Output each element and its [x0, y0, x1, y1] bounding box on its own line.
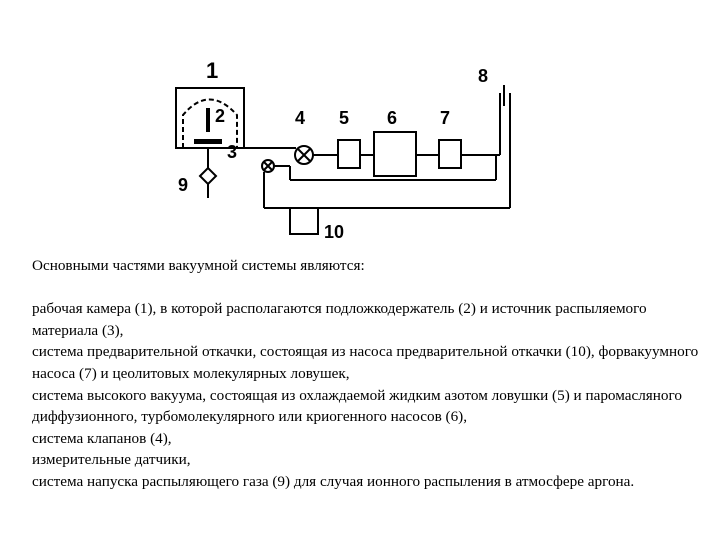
- description-heading: Основными частями вакуумной системы явля…: [32, 257, 365, 274]
- description-item: система предварительной откачки, состоящ…: [32, 343, 699, 382]
- cold-trap-5: [337, 139, 361, 169]
- description-item: система клапанов (4),: [32, 429, 172, 447]
- high-vacuum-pump-6: [373, 131, 417, 177]
- label-5: 5: [339, 108, 349, 128]
- label-3: 3: [227, 142, 237, 162]
- description-item: рабочая камера (1), в которой располагаю…: [32, 300, 647, 339]
- chamber-housing: [175, 87, 245, 149]
- label-2: 2: [215, 106, 225, 126]
- prevacuum-pump-10: [289, 207, 319, 235]
- label-9: 9: [178, 175, 188, 195]
- substrate-holder-2: [206, 108, 210, 132]
- label-1: 1: [206, 58, 218, 83]
- description-item: система напуска распыляющего газа (9) дл…: [32, 472, 635, 490]
- description-item: измерительные датчики,: [32, 451, 191, 469]
- label-6: 6: [387, 108, 397, 128]
- description-item: система высокого вакуума, состоящая из о…: [32, 386, 682, 426]
- material-source-3: [194, 139, 222, 144]
- fore-vacuum-pump-7: [438, 139, 462, 169]
- label-4: 4: [295, 108, 305, 128]
- label-10: 10: [324, 222, 344, 242]
- label-7: 7: [440, 108, 450, 128]
- label-8: 8: [478, 66, 488, 86]
- vacuum-system-diagram: 1 2 3 4 5 6 7 8 9 10: [175, 58, 511, 242]
- description-text: Основными частями вакуумной системы явля…: [32, 255, 702, 493]
- chamber-dome: [182, 98, 238, 148]
